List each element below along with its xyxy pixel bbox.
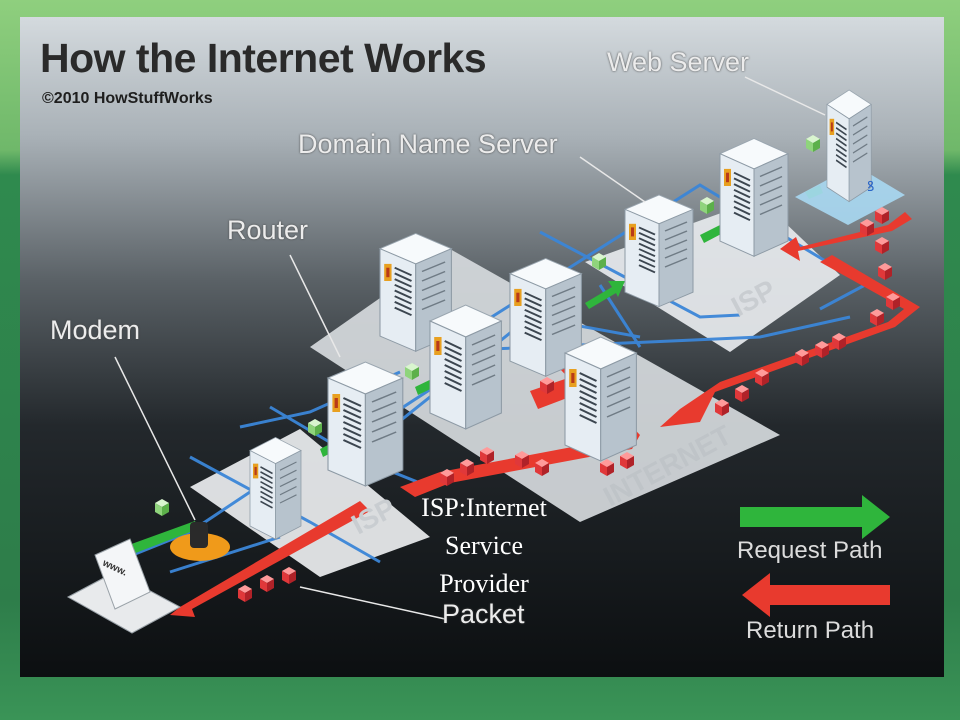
diagram-title: How the Internet Works xyxy=(40,35,487,81)
modem-label: Modem xyxy=(50,315,141,345)
web-server-mark-icon: ꝸ xyxy=(867,179,874,195)
router-server-icon xyxy=(428,303,503,431)
packet-icon xyxy=(870,309,884,326)
packet-icon xyxy=(308,419,322,436)
isp-caption-line-3: Provider xyxy=(439,569,529,598)
isp-local-server-icon xyxy=(249,436,302,540)
packet-label: Packet xyxy=(442,599,525,629)
router-label: Router xyxy=(227,215,309,245)
packet-icon xyxy=(155,499,169,516)
router-server-icon xyxy=(563,335,638,463)
domain-name-server-icon xyxy=(624,194,694,308)
request-path-legend-label: Request Path xyxy=(737,537,883,564)
network-diagram: ꝸ www. ISP INTERNET ISP xyxy=(66,76,920,634)
packet-icon xyxy=(700,197,714,214)
web-server-icon xyxy=(826,89,873,203)
packet-icon xyxy=(238,585,252,602)
laptop-icon: www. xyxy=(66,538,182,634)
packet-icon xyxy=(282,567,296,584)
packet-icon xyxy=(735,385,749,402)
copyright-notice: ©2010 HowStuffWorks xyxy=(42,90,213,107)
domain-name-server-label: Domain Name Server xyxy=(298,129,558,159)
isp-caption-line-2: Service xyxy=(445,531,523,560)
packet-icon xyxy=(260,575,274,592)
router-server-icon xyxy=(326,360,404,488)
packet-icon xyxy=(875,237,889,254)
return-path-arrows xyxy=(170,212,920,617)
return-path-legend-arrow xyxy=(742,573,890,617)
return-path-legend-label: Return Path xyxy=(746,617,875,644)
packet-icon xyxy=(806,135,820,152)
packet-icon xyxy=(878,263,892,280)
diagram-panel: How the Internet Works ©2010 HowStuffWor… xyxy=(20,17,944,677)
isp-server-icon xyxy=(719,137,789,258)
label-leader-lines xyxy=(114,76,826,620)
web-server-label: Web Server xyxy=(607,47,750,77)
isp-caption: ISP:Internet Service Provider xyxy=(400,489,568,603)
packet-icon xyxy=(815,341,829,358)
request-path-legend-arrow xyxy=(740,495,890,539)
modem-icon xyxy=(190,522,208,548)
isp-caption-line-1: ISP:Internet xyxy=(421,493,547,522)
